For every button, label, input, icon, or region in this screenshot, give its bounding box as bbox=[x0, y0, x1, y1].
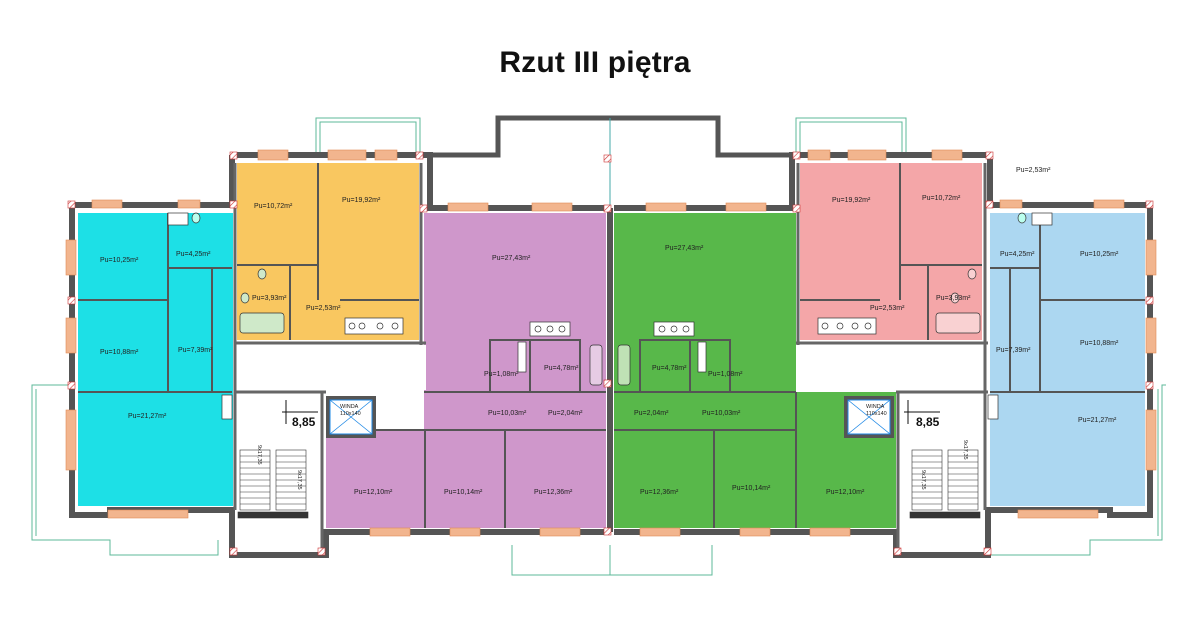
room-label: Pu=12,36m² bbox=[534, 489, 573, 496]
elevator-left: WINDA 110x140 bbox=[326, 396, 376, 438]
room-label: Pu=10,72m² bbox=[254, 203, 293, 210]
room-label: Pu=1,08m² bbox=[484, 371, 519, 378]
column-markers bbox=[67, 151, 1154, 556]
stair-label-right-a: 9x17,35 bbox=[962, 440, 968, 460]
room-label: Pu=21,27m² bbox=[128, 413, 167, 420]
room-label: Pu=2,53m² bbox=[870, 305, 905, 312]
stairs-left bbox=[237, 449, 309, 519]
partitions bbox=[78, 163, 1145, 528]
room-label: Pu=4,25m² bbox=[176, 251, 211, 258]
room-label: Pu=2,53m² bbox=[1016, 167, 1051, 174]
room-label: Pu=10,03m² bbox=[488, 410, 527, 417]
room-label: Pu=7,39m² bbox=[178, 347, 213, 354]
apartment-green bbox=[614, 213, 896, 528]
room-label: Pu=10,14m² bbox=[732, 485, 771, 492]
room-label: Pu=10,88m² bbox=[1080, 340, 1119, 347]
windows bbox=[65, 149, 1157, 537]
room-label: Pu=10,72m² bbox=[922, 195, 961, 202]
room-label: Pu=27,43m² bbox=[665, 245, 704, 252]
room-label: Pu=2,53m² bbox=[306, 305, 341, 312]
level-marker-right: 8,85 bbox=[904, 400, 940, 429]
room-label: Pu=12,36m² bbox=[640, 489, 679, 496]
room-label: Pu=2,04m² bbox=[634, 410, 669, 417]
room-labels: Pu=10,25m² Pu=4,25m² Pu=10,88m² Pu=7,39m… bbox=[100, 167, 1119, 496]
room-label: Pu=19,92m² bbox=[832, 197, 871, 204]
apartment-lightblue bbox=[990, 213, 1145, 506]
top-bay bbox=[430, 115, 790, 212]
elevator-left-name: WINDA bbox=[340, 404, 359, 410]
apartment-orange bbox=[237, 163, 419, 340]
fixtures bbox=[167, 212, 1053, 420]
stair-label-left-b: 9x17,35 bbox=[296, 470, 302, 490]
room-label: Pu=1,08m² bbox=[708, 371, 743, 378]
elevator-left-size: 110x140 bbox=[340, 411, 361, 417]
apartment-pink bbox=[800, 163, 982, 340]
room-label: Pu=4,25m² bbox=[1000, 251, 1035, 258]
room-label: Pu=10,25m² bbox=[100, 257, 139, 264]
inner-walls bbox=[233, 163, 988, 555]
room-label: Pu=2,04m² bbox=[548, 410, 583, 417]
room-label: Pu=21,27m² bbox=[1078, 417, 1117, 424]
apartment-fills bbox=[78, 163, 1145, 528]
apartment-purple bbox=[326, 213, 606, 528]
room-label: Pu=3,93m² bbox=[252, 295, 287, 302]
room-label: Pu=10,25m² bbox=[1080, 251, 1119, 258]
elevator-right-size: 110x140 bbox=[866, 411, 887, 417]
elevator-right-name: WINDA bbox=[866, 404, 885, 410]
room-label: Pu=10,03m² bbox=[702, 410, 741, 417]
room-label: Pu=10,14m² bbox=[444, 489, 483, 496]
stairs-right bbox=[909, 449, 981, 519]
room-label: Pu=3,93m² bbox=[936, 295, 971, 302]
room-label: Pu=7,39m² bbox=[996, 347, 1031, 354]
level-left-text: 8,85 bbox=[292, 415, 316, 429]
room-label: Pu=10,88m² bbox=[100, 349, 139, 356]
room-label: Pu=19,92m² bbox=[342, 197, 381, 204]
balcony-outlines bbox=[31, 117, 1166, 576]
stair-label-left-a: 9x17,35 bbox=[256, 445, 262, 465]
room-label: Pu=4,78m² bbox=[544, 365, 579, 372]
level-right-text: 8,85 bbox=[916, 415, 940, 429]
elevator-right: WINDA 110x140 bbox=[844, 396, 894, 438]
page-title: Rzut III piętra bbox=[499, 46, 691, 79]
apartment-cyan bbox=[78, 213, 233, 506]
level-marker-left: 8,85 bbox=[282, 400, 318, 429]
room-label: Pu=12,10m² bbox=[354, 489, 393, 496]
room-label: Pu=27,43m² bbox=[492, 255, 531, 262]
room-label: Pu=12,10m² bbox=[826, 489, 865, 496]
stair-label-right-b: 9x17,35 bbox=[920, 470, 926, 490]
room-label: Pu=4,78m² bbox=[652, 365, 687, 372]
